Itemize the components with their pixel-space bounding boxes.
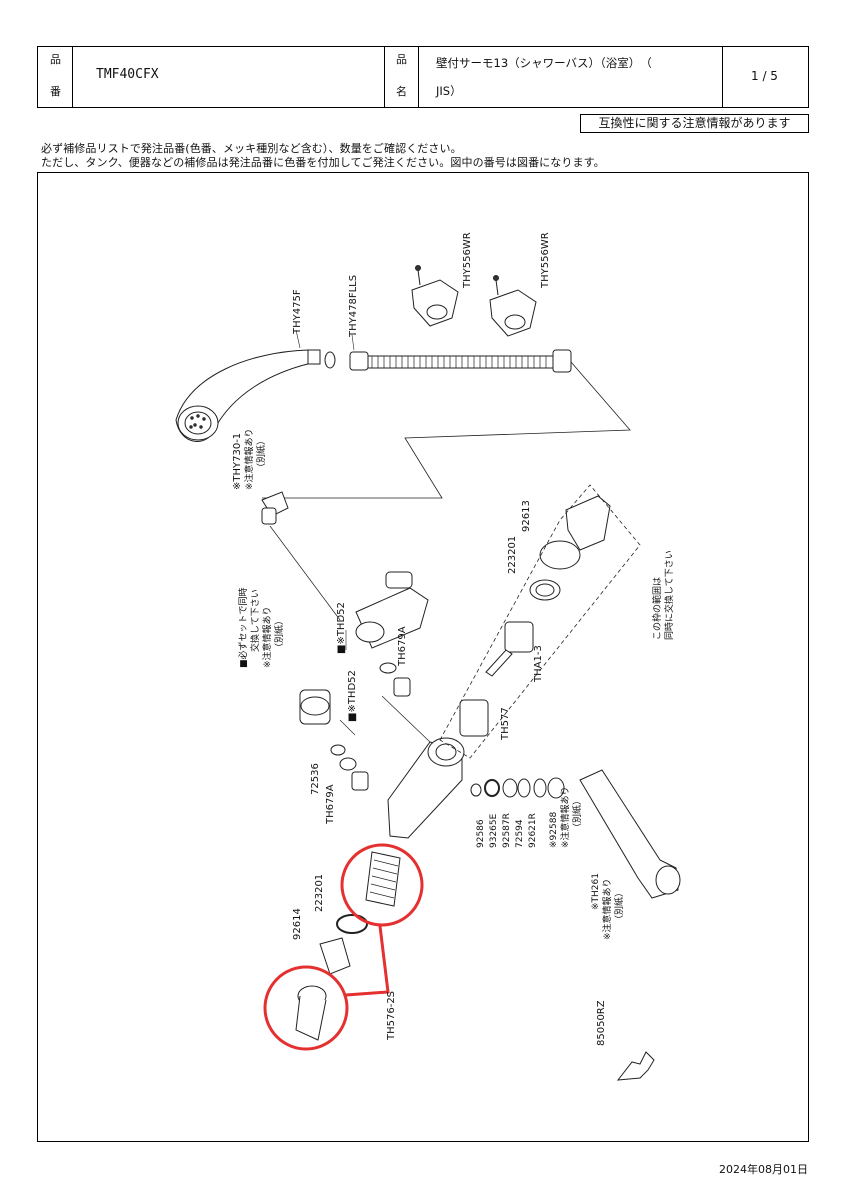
header-divider [72,47,73,107]
cap-highlighted-drawing [295,985,327,1041]
part-label: TH577 [500,707,511,741]
hose-drawing [349,349,572,373]
part-label: TH576-2S [386,991,397,1041]
part-label: THY475F [292,289,303,335]
handle-drawing [565,495,611,551]
dashed-frame-region [439,484,641,759]
part-label: ※THY730-1 [232,433,243,490]
highlight-circle-cartridge [340,843,424,927]
thermostat-cartridge-drawing [459,540,581,737]
washer-drawing [324,351,336,369]
part-label: ※注意情報あり [559,786,571,848]
instruction-line: ただし、タンク、便器などの補修品は発注品番に色番を付加してご発注ください。図中の… [41,156,605,169]
part-label: TH679A [397,626,408,667]
lever-handle-drawing [579,769,681,899]
part-label: THY478FLLS [348,275,359,338]
part-label: ※92588 [549,812,559,848]
part-label: （別紙） [571,796,583,832]
part-label: THA1-3 [533,645,544,683]
part-label: （別紙） [273,616,285,652]
part-label: 92613 [521,500,532,532]
part-label: 92614 [292,908,303,940]
part-label: 92621R [528,813,538,848]
highlight-connector [345,925,390,997]
part-label: 交換して下さい [249,589,261,652]
elbow-adapter-drawing [261,491,289,525]
part-label: 同時に交換して下さい [663,550,675,640]
compat-note-link[interactable]: 互換性に関する注意情報があります [580,114,809,133]
shower-head-drawing [175,349,321,442]
part-label: ■※THD52 [347,670,358,722]
issue-date: 2024年08月01日 [719,1163,808,1176]
part-label: ※注意情報あり [601,878,613,940]
part-label: （別紙） [613,888,625,924]
hinban-label: 品 [50,53,61,66]
part-label: 93265E [489,813,499,848]
product-name: 壁付サーモ13（シャワーバス）（浴室） （ [436,56,652,70]
hinmei-label: 品 [396,53,407,66]
part-label: （別紙） [255,436,267,472]
header-divider [722,47,723,107]
part-label: 72594 [515,819,525,848]
valve-body-drawing [381,695,465,839]
hanger-drawing [489,275,537,337]
header-divider [384,47,385,107]
part-label: ※注意情報あり [261,606,273,668]
part-label: ■※THD52 [336,602,347,654]
ring-parts-drawing [470,777,565,799]
lower-fitting-drawing [299,689,369,791]
page-number: 1 / 5 [751,69,778,83]
part-label: 92587R [502,813,512,848]
part-label: この枠の範囲は [651,577,663,640]
key-drawing [616,1051,655,1081]
part-label: 223201 [507,536,518,574]
header-table: 品 番 TMF40CFX 品 名 壁付サーモ13（シャワーバス）（浴室） （ J… [37,46,809,108]
instruction-line: 必ず補修品リストで発注品番(色番、メッキ種別など含む）、数量をご確認ください。 [41,142,462,155]
model-number: TMF40CFX [96,67,159,82]
part-label: 85050RZ [596,1000,607,1046]
part-label: ※注意情報あり [243,428,255,490]
part-label: 72536 [310,763,321,795]
hinmei-label: 名 [396,85,407,98]
cartridge-highlighted-drawing [319,851,401,975]
hanger-drawing [411,265,459,327]
diagram-frame [37,172,809,1142]
part-label: TH679A [325,784,336,825]
part-label: ※TH261 [591,873,601,910]
header-divider [418,47,419,107]
product-name-cont: JIS） [436,84,462,98]
highlight-circle-cap [263,965,349,1051]
hinban-label: 番 [50,85,61,98]
elbow-fitting-drawing [355,571,429,697]
part-label: THY556WR [462,232,473,289]
part-label: 92586 [476,819,486,848]
part-label: ■必ずセットで同時 [237,587,249,668]
part-label: 223201 [314,874,325,912]
part-label: THY556WR [540,232,551,289]
highlight-annotation [263,843,424,1051]
